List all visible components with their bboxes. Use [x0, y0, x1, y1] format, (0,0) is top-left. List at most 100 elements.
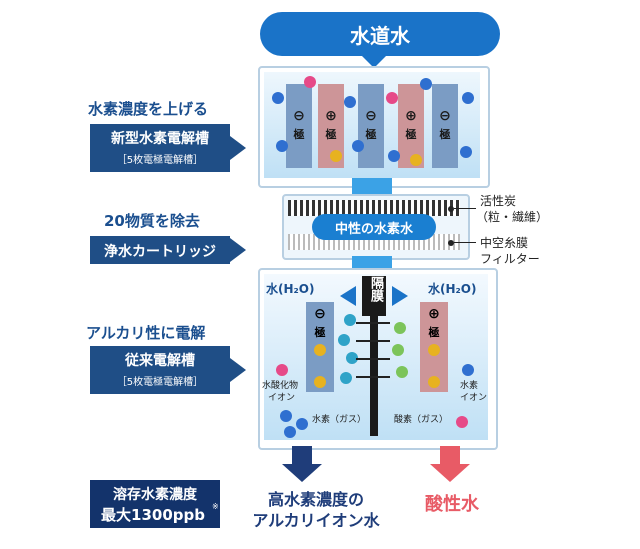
upper-electrode-3-sign: ⊖: [365, 108, 377, 124]
ion-bubble-icon: [386, 92, 398, 104]
section-1-box-arrow: [230, 136, 246, 160]
water-right-label: 水(H₂O): [428, 282, 477, 296]
ion-bubble-icon: [460, 146, 472, 158]
upper-electrode-1: [286, 84, 312, 168]
section-1-heading: 水素濃度を上げる: [88, 100, 209, 118]
ion-bubble-icon: [276, 364, 288, 376]
ion-bubble-icon: [276, 140, 288, 152]
acidic-water-label: 酸性水: [425, 494, 479, 515]
ion-bubble-icon: [392, 344, 404, 356]
ion-bubble-icon: [456, 416, 468, 428]
hydroxide-ion-label-1: 水酸化物: [262, 381, 299, 391]
upper-electrode-5-name: 極: [439, 128, 451, 141]
section-3-box-title: 従来電解槽: [125, 353, 195, 369]
ion-flow-arrow-icon: [356, 376, 390, 378]
badge-line-2: 最大1300ppb: [101, 506, 205, 524]
ion-bubble-icon: [296, 418, 308, 430]
water-left-label: 水(H₂O): [266, 282, 315, 296]
section-2-box-arrow: [230, 238, 246, 262]
ion-bubble-icon: [314, 344, 326, 356]
section-3-box-arrow: [230, 358, 246, 382]
lower-negative-sign: ⊖: [314, 306, 326, 322]
badge-note-mark: ※: [212, 502, 219, 511]
bidirectional-arrow-icon: [392, 286, 408, 306]
section-1-box-title: 新型水素電解槽: [111, 131, 209, 147]
upper-electrode-5: [432, 84, 458, 168]
section-3-heading: アルカリ性に電解: [86, 324, 206, 342]
fiber-pointer-line: [454, 242, 476, 243]
ion-bubble-icon: [410, 154, 422, 166]
membrane-label-box: [362, 276, 386, 316]
alkaline-water-label-1: 高水素濃度の: [267, 490, 364, 509]
ion-bubble-icon: [428, 344, 440, 356]
ion-flow-arrow-icon: [356, 340, 390, 342]
upper-electrode-1-sign: ⊖: [293, 108, 305, 124]
section-2-box: [90, 236, 230, 264]
ion-flow-arrow-icon: [356, 322, 390, 324]
membrane-label: 隔膜: [368, 276, 383, 302]
tap-water-label: 水道水: [350, 24, 410, 48]
ion-bubble-icon: [338, 334, 350, 346]
carbon-pointer-line: [454, 208, 476, 209]
ion-bubble-icon: [272, 92, 284, 104]
upper-electrode-4: [398, 84, 424, 168]
ion-bubble-icon: [394, 322, 406, 334]
acid-outflow-arrow-icon: [430, 464, 470, 482]
fiber-pointer-dot: [448, 240, 454, 246]
hollow-fiber-label: 中空糸膜: [480, 236, 529, 250]
section-1-box: [90, 124, 230, 172]
tap-water-banner: [260, 12, 500, 56]
hollow-fiber-sublabel: フィルター: [480, 252, 540, 266]
neutral-hydrogen-water-label: 中性の水素水: [334, 222, 413, 237]
upper-electrode-3: [358, 84, 384, 168]
ion-bubble-icon: [314, 376, 326, 388]
ion-bubble-icon: [396, 366, 408, 378]
hydroxide-ion-label-2: イオン: [268, 393, 296, 403]
tap-water-arrow-down: [358, 52, 390, 68]
hydrogen-gas-label: 水素（ガス）: [312, 415, 367, 425]
ion-bubble-icon: [304, 76, 316, 88]
alkaline-water-label-2: アルカリイオン水: [252, 511, 380, 530]
ion-bubble-icon: [420, 78, 432, 90]
upper-electrode-4-sign: ⊕: [405, 108, 417, 124]
ion-bubble-icon: [344, 314, 356, 326]
section-2-heading: 20物質を除去: [104, 212, 200, 230]
upper-electrode-3-name: 極: [365, 128, 377, 141]
ion-bubble-icon: [344, 96, 356, 108]
lower-negative-name: 極: [314, 326, 326, 339]
ion-bubble-icon: [428, 376, 440, 388]
upper-electrode-1-name: 極: [293, 128, 305, 141]
upper-electrode-2-name: 極: [325, 128, 337, 141]
hydrogen-ion-label-1: 水素: [460, 381, 479, 391]
lower-positive-name: 極: [428, 326, 440, 339]
upper-electrode-5-sign: ⊖: [439, 108, 451, 124]
section-3-box-sub: ［5枚電極電解槽］: [116, 377, 204, 388]
acid-outflow-arrow-icon: [440, 446, 460, 466]
lower-positive-sign: ⊕: [428, 306, 440, 322]
ion-flow-arrow-icon: [356, 358, 390, 360]
alkaline-outflow-arrow-icon: [292, 446, 312, 466]
ion-bubble-icon: [330, 150, 342, 162]
ion-bubble-icon: [462, 364, 474, 376]
ion-bubble-icon: [340, 372, 352, 384]
ion-bubble-icon: [462, 92, 474, 104]
ion-bubble-icon: [388, 150, 400, 162]
upper-electrode-2-sign: ⊕: [325, 108, 337, 124]
hydrogen-concentration-badge: [90, 480, 220, 528]
alkaline-outflow-arrow-icon: [282, 464, 322, 482]
neutral-hydrogen-water-pill: [312, 214, 436, 240]
activated-carbon-sublabel: （粒・繊維）: [476, 210, 549, 224]
ion-bubble-icon: [346, 352, 358, 364]
upper-electrode-4-name: 極: [405, 128, 417, 141]
section-2-box-title: 浄水カートリッジ: [104, 244, 216, 260]
carbon-pointer-dot: [448, 206, 454, 212]
ion-bubble-icon: [284, 426, 296, 438]
badge-line-1: 溶存水素濃度: [113, 487, 197, 503]
activated-carbon-label: 活性炭: [480, 194, 517, 208]
section-3-box: [90, 346, 230, 394]
section-1-box-sub: ［5枚電極電解槽］: [116, 155, 204, 166]
activated-carbon-layer: [288, 200, 460, 216]
oxygen-gas-label: 酸素（ガス）: [394, 415, 449, 425]
ion-bubble-icon: [352, 140, 364, 152]
ion-bubble-icon: [280, 410, 292, 422]
